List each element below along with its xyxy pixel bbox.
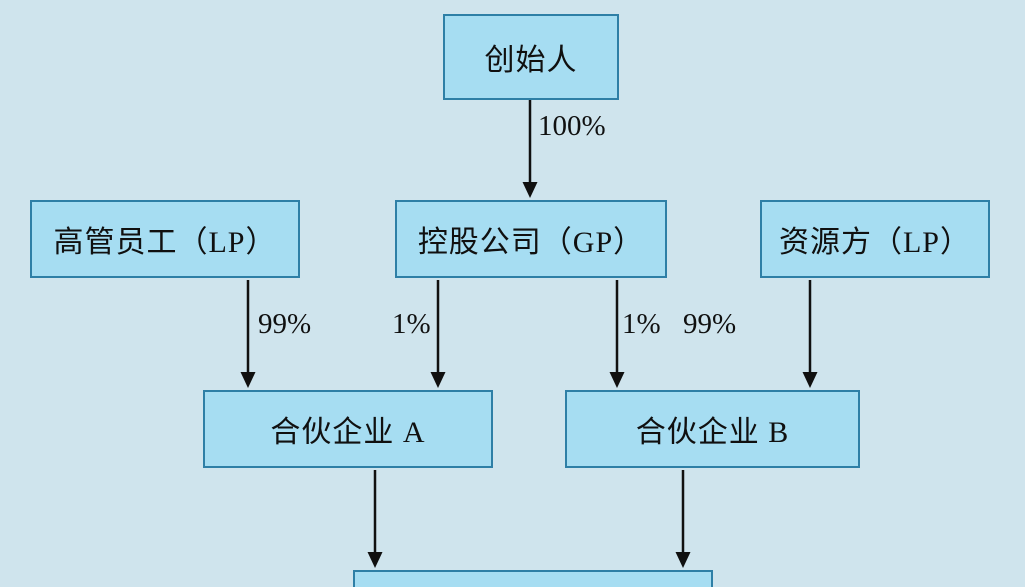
node-bottom-partial — [353, 570, 713, 587]
node-partnership-a: 合伙企业 A — [203, 390, 493, 468]
edge-label-holding-a: 1% — [392, 308, 431, 340]
node-founder-label: 创始人 — [484, 44, 578, 77]
node-executives-lp: 高管员工（LP） — [30, 200, 300, 278]
arrow-founder-to-holding — [522, 100, 538, 198]
node-resource-lp: 资源方（LP） — [760, 200, 990, 278]
arrow-a-to-bottom — [367, 470, 383, 568]
node-founder: 创始人 — [443, 14, 619, 100]
node-holding-label: 控股公司（GP） — [417, 226, 645, 259]
arrow-resource-to-b — [802, 280, 818, 388]
node-resource-label: 资源方（LP） — [778, 226, 971, 259]
arrow-b-to-bottom — [675, 470, 691, 568]
arrow-executives-to-a — [240, 280, 256, 388]
node-partnership-a-label: 合伙企业 A — [270, 416, 426, 449]
node-partnership-b-label: 合伙企业 B — [635, 416, 790, 449]
node-executives-label: 高管员工（LP） — [53, 226, 277, 259]
edge-label-founder-holding: 100% — [538, 110, 606, 142]
arrow-holding-to-a — [430, 280, 446, 388]
edge-label-executives-a: 99% — [258, 308, 312, 340]
node-partnership-b: 合伙企业 B — [565, 390, 860, 468]
edge-label-resource-b: 99% — [683, 308, 737, 340]
edge-label-holding-b: 1% — [622, 308, 661, 340]
node-holding-gp: 控股公司（GP） — [395, 200, 667, 278]
